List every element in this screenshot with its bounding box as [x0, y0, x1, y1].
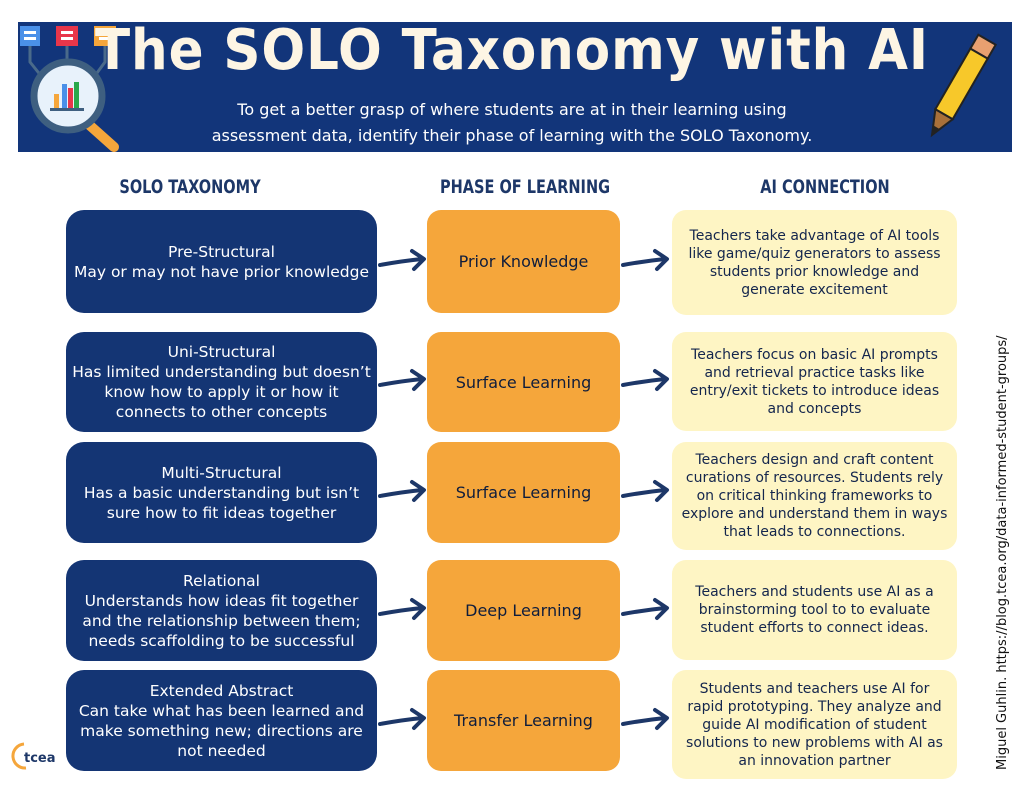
credit-text: Miguel Guhlin. https://blog.tcea.org/dat…	[995, 335, 1010, 770]
solo-level-desc: Has limited understanding but doesn’t kn…	[72, 363, 371, 421]
arrow-icon	[378, 706, 428, 736]
column-header-ai: AI CONNECTION	[760, 176, 890, 198]
ai-connection-box: Teachers focus on basic AI prompts and r…	[672, 332, 957, 431]
solo-level-name: Pre-Structural	[168, 242, 275, 261]
arrow-icon	[621, 478, 671, 508]
arrow-icon	[378, 478, 428, 508]
solo-level-desc: May or may not have prior knowledge	[73, 262, 370, 281]
arrow-icon	[621, 706, 671, 736]
pencil-icon	[930, 33, 998, 138]
ai-connection-box: Teachers design and craft content curati…	[672, 442, 957, 550]
magnifier-chart-icon	[20, 26, 119, 152]
solo-level-name: Multi-Structural	[161, 463, 282, 482]
phase-box: Deep Learning	[427, 560, 620, 661]
column-header-phase: PHASE OF LEARNING	[439, 176, 611, 198]
solo-level-desc: Understands how ideas fit together and t…	[82, 591, 361, 650]
tcea-logo: tcea	[10, 740, 60, 770]
phase-box: Surface Learning	[427, 442, 620, 543]
solo-level-name: Extended Abstract	[149, 681, 294, 700]
subtitle-line: To get a better grasp of where students …	[237, 100, 787, 119]
subtitle: To get a better grasp of where students …	[0, 97, 1024, 149]
column-header-solo: SOLO TAXONOMY	[119, 176, 261, 198]
arrow-icon	[378, 247, 428, 277]
phase-box: Transfer Learning	[427, 670, 620, 771]
subtitle-line: assessment data, identify their phase of…	[211, 126, 813, 145]
ai-connection-box: Teachers and students use AI as a brains…	[672, 560, 957, 660]
page-title: The SOLO Taxonomy with AI	[94, 18, 930, 83]
phase-box: Surface Learning	[427, 332, 620, 432]
header-banner	[18, 22, 1012, 152]
phase-box: Prior Knowledge	[427, 210, 620, 313]
svg-text:tcea: tcea	[24, 751, 56, 766]
arrow-icon	[621, 247, 671, 277]
ai-connection-box: Students and teachers use AI for rapid p…	[672, 670, 957, 779]
arrow-icon	[621, 367, 671, 397]
solo-level-desc: Has a basic understanding but isn’t sure…	[83, 483, 360, 522]
arrow-icon	[621, 596, 671, 626]
solo-level-name: Relational	[183, 571, 260, 590]
arrow-icon	[378, 367, 428, 397]
arrow-icon	[378, 596, 428, 626]
solo-level-name: Uni-Structural	[167, 343, 276, 361]
ai-connection-box: Teachers take advantage of AI tools like…	[672, 210, 957, 315]
solo-level-desc: Can take what has been learned and make …	[78, 701, 365, 760]
